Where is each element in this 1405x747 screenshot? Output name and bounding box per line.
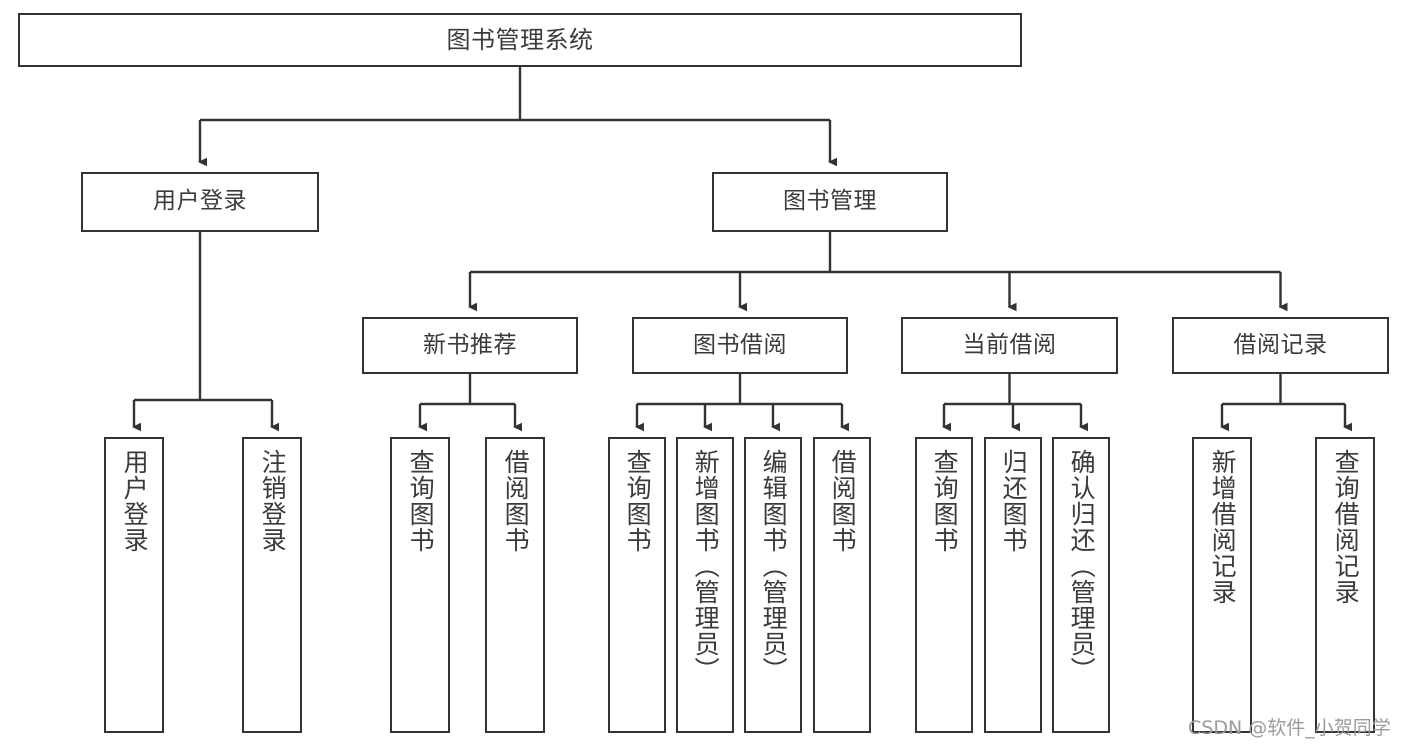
node-book-borrow[interactable]: 图书借阅 [632, 317, 848, 374]
node-label: 用户登录 [153, 188, 247, 215]
node-label: 当前借阅 [962, 331, 1057, 358]
node-label: 确认归还（管理员） [1067, 449, 1097, 683]
node-label: 借阅记录 [1233, 331, 1328, 358]
node-leaf-user-login[interactable]: 用户登录 [104, 437, 164, 733]
node-leaf-query-book-1[interactable]: 查询图书 [390, 437, 450, 733]
node-label: 编辑图书（管理员） [759, 449, 789, 683]
node-leaf-logout[interactable]: 注销登录 [242, 437, 302, 733]
csdn-watermark: CSDN @软件_小贺同学 [1188, 717, 1391, 739]
node-label: 借阅图书 [828, 449, 858, 553]
node-leaf-return-book[interactable]: 归还图书 [984, 437, 1042, 733]
node-label: 图书管理系统 [446, 25, 594, 54]
node-label: 借阅图书 [501, 449, 531, 553]
node-root[interactable]: 图书管理系统 [18, 13, 1022, 67]
node-leaf-query-book-2[interactable]: 查询图书 [608, 437, 666, 733]
node-label: 新增借阅记录 [1208, 449, 1238, 605]
node-leaf-query-record[interactable]: 查询借阅记录 [1315, 437, 1375, 733]
node-user-login[interactable]: 用户登录 [81, 172, 319, 232]
node-leaf-add-record[interactable]: 新增借阅记录 [1192, 437, 1252, 733]
node-leaf-query-book-3[interactable]: 查询图书 [915, 437, 973, 733]
node-label: 归还图书 [999, 449, 1029, 553]
node-current-borrow[interactable]: 当前借阅 [901, 317, 1118, 374]
node-new-book-rec[interactable]: 新书推荐 [362, 317, 578, 374]
node-label: 新增图书（管理员） [691, 449, 721, 683]
node-leaf-add-book[interactable]: 新增图书（管理员） [676, 437, 734, 733]
node-label: 图书管理 [783, 188, 877, 215]
node-leaf-borrow-book-2[interactable]: 借阅图书 [813, 437, 871, 733]
node-label: 用户登录 [120, 449, 150, 553]
node-leaf-edit-book[interactable]: 编辑图书（管理员） [744, 437, 802, 733]
node-leaf-borrow-book-1[interactable]: 借阅图书 [485, 437, 545, 733]
node-label: 新书推荐 [423, 331, 517, 358]
node-label: 查询图书 [406, 449, 436, 553]
node-label: 查询图书 [623, 449, 653, 553]
node-label: 查询借阅记录 [1331, 449, 1361, 605]
node-label: 图书借阅 [693, 331, 787, 358]
node-borrow-record[interactable]: 借阅记录 [1172, 317, 1389, 374]
node-label: 注销登录 [258, 449, 288, 553]
node-leaf-confirm-return[interactable]: 确认归还（管理员） [1052, 437, 1110, 733]
node-label: 查询图书 [930, 449, 960, 553]
node-book-manage[interactable]: 图书管理 [712, 172, 948, 232]
